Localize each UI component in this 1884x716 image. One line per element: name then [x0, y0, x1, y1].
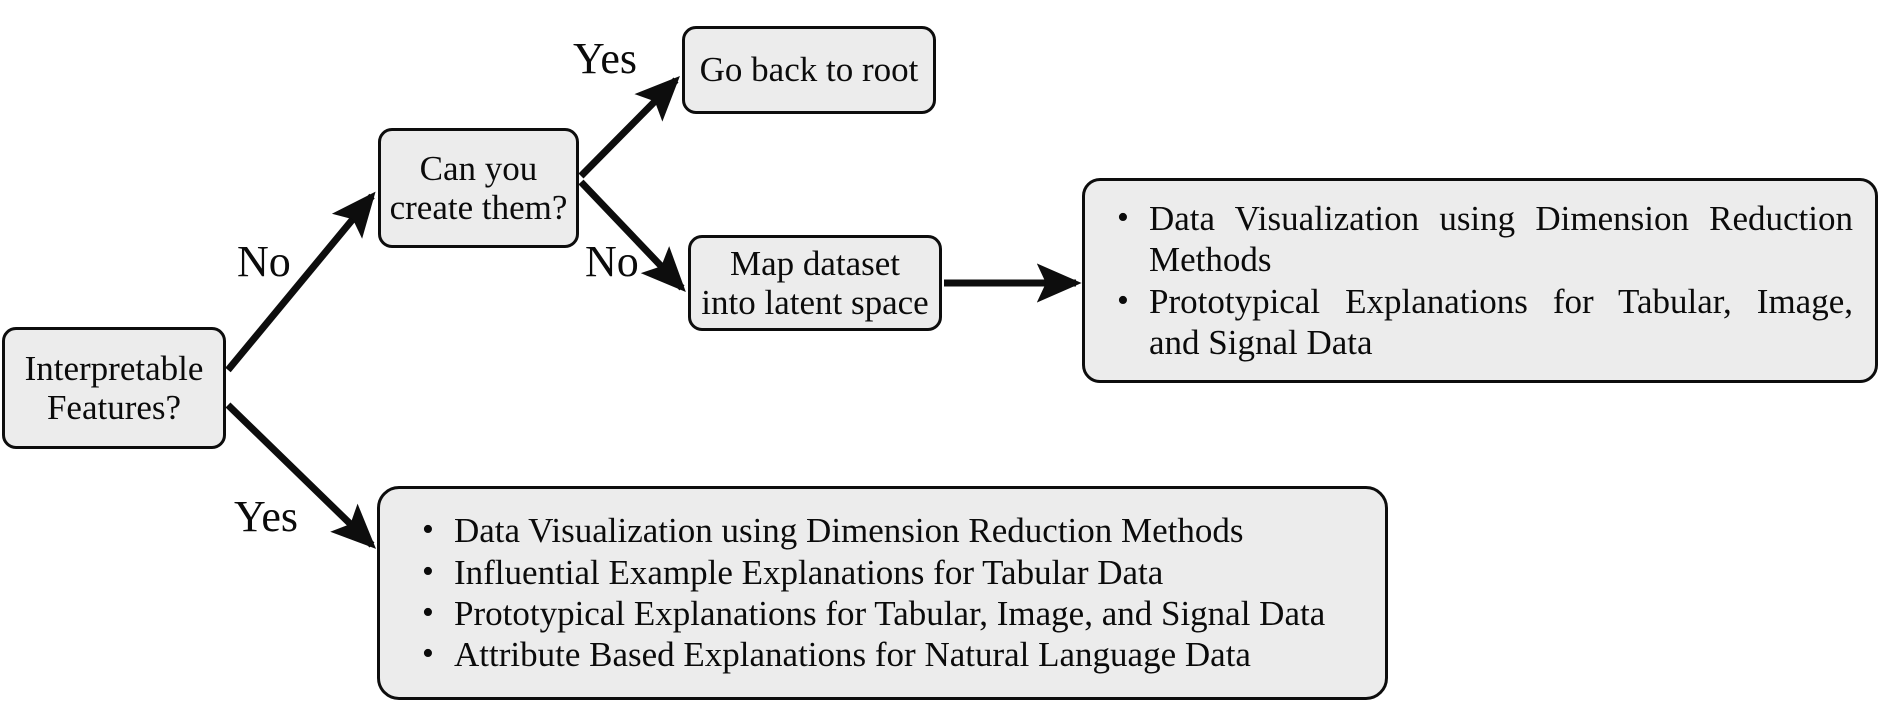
node-interpretable-features[interactable]: Interpretable Features? — [2, 327, 226, 449]
list-item: Prototypical Explanations for Tabular, I… — [1109, 281, 1853, 364]
node-interpretable-features-outcomes[interactable]: Data Visualization using Dimension Reduc… — [377, 486, 1388, 700]
node-text-line: Map dataset — [729, 243, 901, 283]
node-text-line: Can you — [419, 148, 538, 188]
list-item: Prototypical Explanations for Tabular, I… — [414, 593, 1359, 634]
edge-label-root-to-create: No — [237, 237, 291, 286]
node-map-dataset-into-latent-space[interactable]: Map dataset into latent space — [688, 235, 942, 331]
edge-create-to-goback — [578, 76, 680, 179]
list-item: Influential Example Explanations for Tab… — [414, 552, 1359, 593]
node-text-line: Go back to root — [699, 50, 919, 90]
list-item-text: and Signal Data — [1149, 322, 1373, 362]
outcome-list: Data Visualization using Dimension Reduc… — [1109, 198, 1853, 363]
list-item: Attribute Based Explanations for Natural… — [414, 634, 1359, 675]
list-item-text: Prototypical Explanations for Tabular, I… — [1149, 281, 1853, 321]
edge-label-create-to-map: No — [585, 237, 639, 286]
node-text-line: into latent space — [701, 283, 929, 322]
list-item: Data Visualization using Dimension Reduc… — [414, 510, 1359, 551]
list-item-text: Methods — [1149, 240, 1272, 280]
node-text-line: Features? — [46, 388, 182, 427]
node-latent-space-outcomes[interactable]: Data Visualization using Dimension Reduc… — [1082, 178, 1878, 383]
outcome-list: Data Visualization using Dimension Reduc… — [414, 510, 1359, 675]
node-go-back-to-root[interactable]: Go back to root — [682, 26, 936, 114]
node-can-you-create-them[interactable]: Can you create them? — [378, 128, 579, 248]
list-item: Data Visualization using Dimension Reduc… — [1109, 198, 1853, 281]
edge-label-create-to-goback: Yes — [573, 34, 638, 83]
node-text-line: Interpretable — [24, 348, 204, 388]
edge-label-root-to-outcomes: Yes — [234, 492, 299, 541]
node-text-line: create them? — [389, 188, 568, 227]
list-item-text: Data Visualization using Dimension Reduc… — [1149, 198, 1853, 238]
